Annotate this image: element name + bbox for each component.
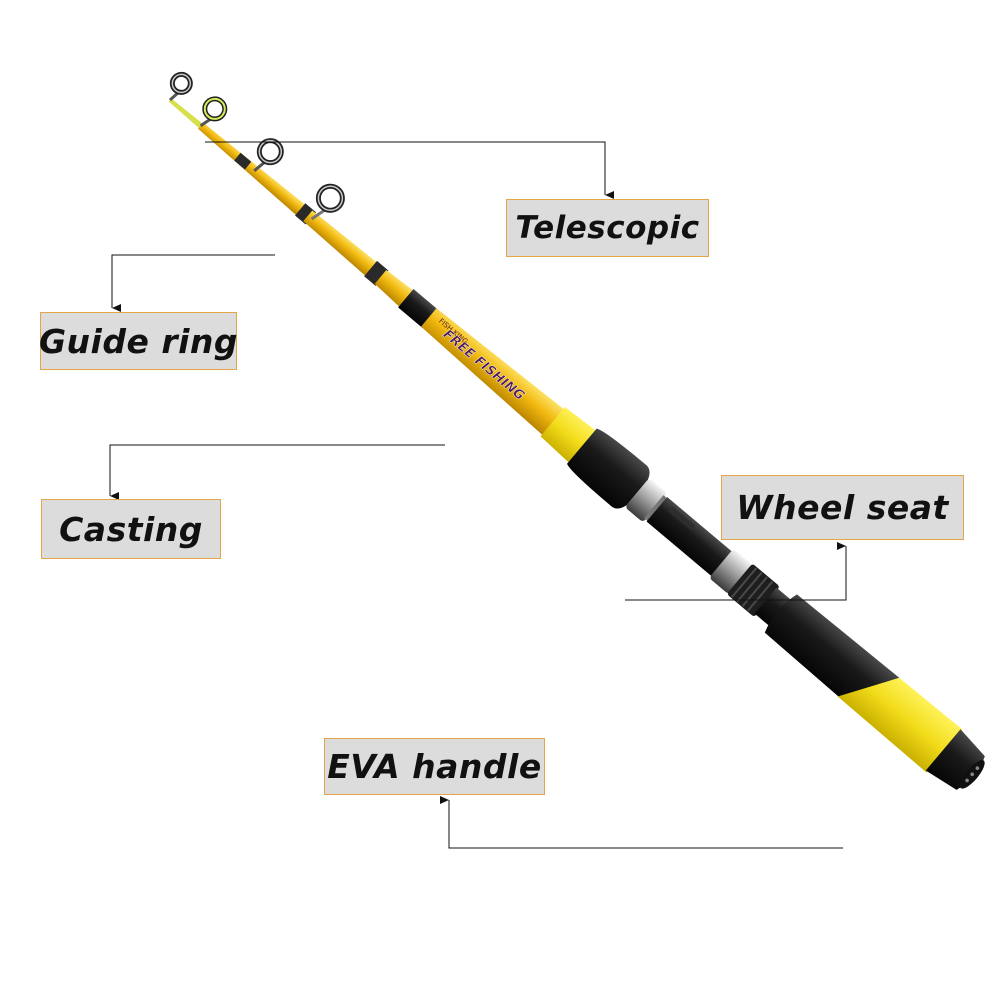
label-wheel-seat: Wheel seat: [721, 475, 964, 540]
label-casting-text: Casting: [59, 509, 203, 549]
guide-ring-2: [199, 96, 228, 127]
label-telescopic-text: Telescopic: [515, 210, 700, 246]
guide-ring-4: [310, 183, 345, 221]
guide-ring-3: [253, 138, 284, 172]
label-casting: Casting: [41, 499, 221, 559]
guide-ring-1: [168, 71, 193, 102]
callout-line-casting: [109, 444, 445, 500]
callout-line-wheel-seat: [625, 542, 847, 601]
rod-butt-section: FISH KING FREE FISHING: [421, 308, 570, 440]
label-wheel-seat-text: Wheel seat: [736, 488, 949, 527]
reel-seat: [626, 479, 794, 628]
callout-line-guide-ring: [111, 254, 275, 312]
label-eva-handle: EVA handle: [324, 738, 545, 795]
rod-tip-section: [168, 98, 316, 225]
label-telescopic: Telescopic: [506, 199, 709, 257]
callout-line-telescopic: [205, 141, 614, 199]
label-eva-handle-text: EVA handle: [327, 747, 542, 786]
rod-model-print: FREE FISHING: [440, 327, 528, 404]
rear-handle: [764, 594, 985, 790]
rod-middle-section: [303, 210, 438, 328]
label-guide-ring: Guide ring: [38, 312, 239, 370]
label-guide-ring-text: Guide ring: [38, 321, 239, 361]
rod: FISH KING FREE FISHING: [168, 71, 985, 790]
callout-line-eva-handle: [440, 796, 843, 849]
fore-grip: [540, 407, 650, 509]
